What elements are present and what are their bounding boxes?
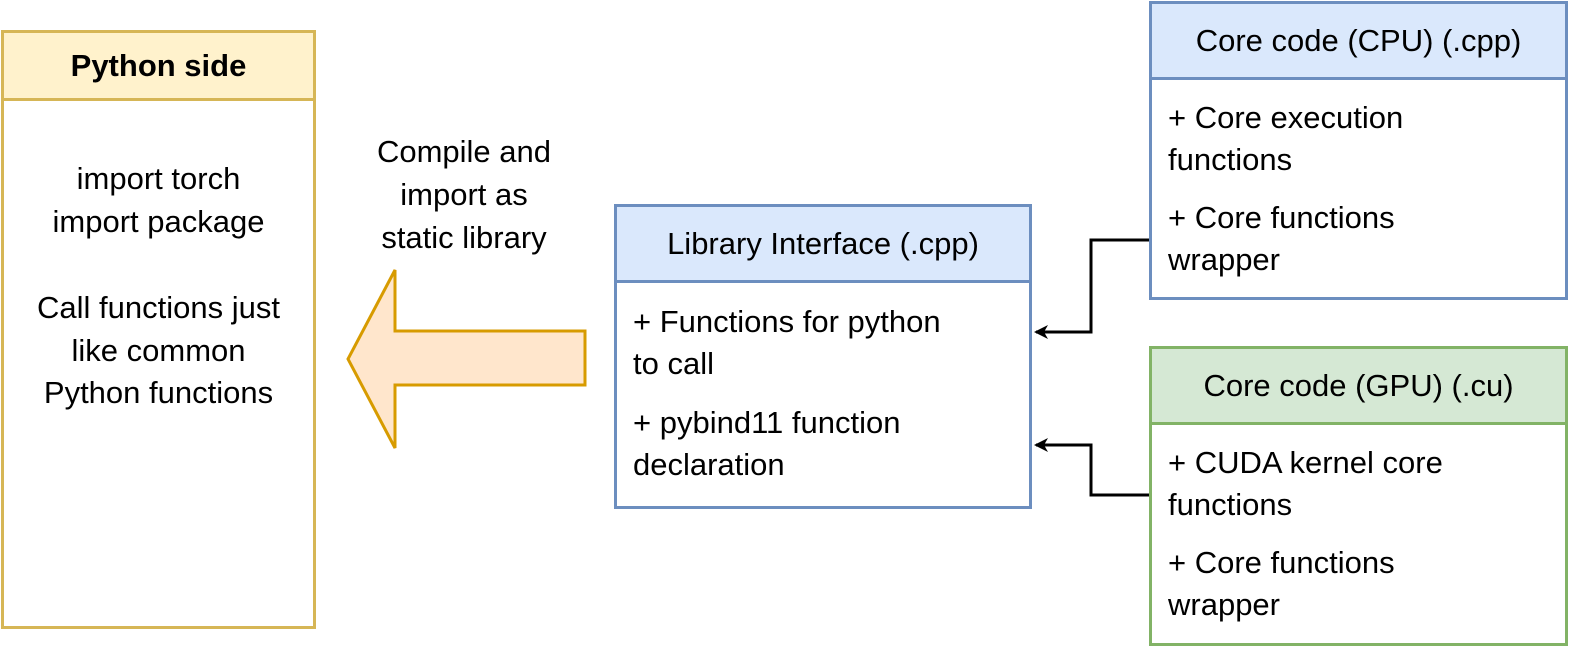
python-side-title: Python side	[4, 33, 313, 101]
cpu-core-item: + Core execution functions	[1152, 97, 1565, 181]
item-line: functions	[1168, 142, 1293, 177]
compile-label-line: Compile and	[376, 134, 552, 169]
python-side-line: Call functions just	[37, 290, 280, 325]
item-line: wrapper	[1168, 587, 1280, 622]
compile-import-arrow	[346, 269, 587, 449]
item-line: wrapper	[1168, 242, 1280, 277]
library-interface-item: + Functions for python to call	[617, 301, 1029, 385]
cpu-core-item: + Core functions wrapper	[1152, 197, 1565, 281]
item-line: + Core execution	[1168, 100, 1404, 135]
item-line: to call	[633, 346, 714, 381]
python-side-box: Python side import torch import package …	[1, 30, 316, 629]
compile-label-line: static library	[381, 220, 547, 255]
gpu-core-title: Core code (GPU) (.cu)	[1152, 349, 1565, 425]
cpu-to-library-connector	[1034, 238, 1149, 339]
item-line: functions	[1168, 487, 1293, 522]
item-line: + CUDA kernel core	[1168, 445, 1443, 480]
item-line: + Functions for python	[633, 304, 941, 339]
python-side-line: import torch	[76, 161, 241, 196]
item-line: + pybind11 function	[633, 405, 901, 440]
python-side-line: Python functions	[43, 375, 274, 410]
cpu-core-title: Core code (CPU) (.cpp)	[1152, 4, 1565, 80]
library-interface-box: Library Interface (.cpp) + Functions for…	[614, 204, 1032, 509]
compile-import-label: Compile and import as static library	[340, 130, 588, 259]
compile-label-line: import as	[400, 177, 528, 212]
cpu-core-box: Core code (CPU) (.cpp) + Core execution …	[1149, 1, 1568, 300]
python-side-line: like common	[71, 333, 246, 368]
python-side-line: import package	[52, 204, 265, 239]
item-line: + Core functions	[1168, 200, 1395, 235]
gpu-core-box: Core code (GPU) (.cu) + CUDA kernel core…	[1149, 346, 1568, 646]
item-line: + Core functions	[1168, 545, 1395, 580]
gpu-to-library-connector	[1034, 438, 1149, 497]
gpu-core-item: + CUDA kernel core functions	[1152, 442, 1565, 526]
gpu-core-item: + Core functions wrapper	[1152, 542, 1565, 626]
library-interface-item: + pybind11 function declaration	[617, 402, 1029, 486]
item-line: declaration	[633, 447, 785, 482]
library-interface-title: Library Interface (.cpp)	[617, 207, 1029, 283]
